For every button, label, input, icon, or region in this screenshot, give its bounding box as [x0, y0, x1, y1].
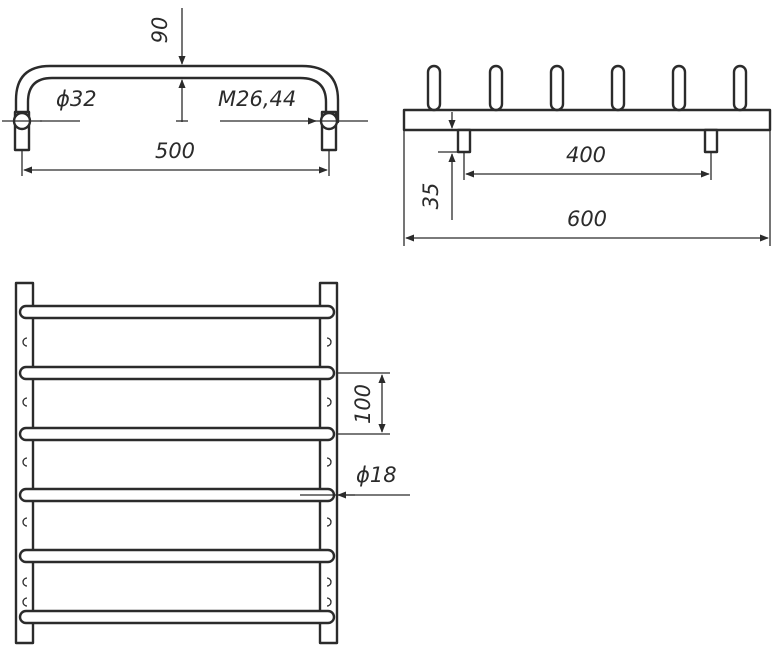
top-view: 90 ϕ32 M26,44 500	[2, 8, 368, 176]
u-pipe-inner	[26, 76, 328, 124]
right-rail	[318, 281, 339, 645]
left-rail-holes	[22, 337, 28, 607]
dim-rung-diameter-label: ϕ18	[356, 463, 397, 487]
side-bar	[402, 108, 772, 132]
front-view: 100 ϕ18	[14, 281, 410, 645]
mount-stud-left	[456, 128, 472, 154]
left-rail	[14, 281, 35, 645]
side-view: 400 35 600	[402, 64, 772, 246]
dim-pipe-diameter-label: ϕ32	[56, 87, 97, 111]
dim-thread-label: M26,44	[218, 87, 296, 111]
right-rail-holes	[326, 337, 332, 607]
dim-100-label: 100	[351, 384, 375, 424]
dim-90-label: 90	[148, 17, 172, 44]
u-pipe-outer	[14, 64, 340, 124]
dim-35-label: 35	[419, 183, 443, 210]
rungs	[18, 304, 336, 625]
dim-600-label: 600	[567, 207, 607, 231]
dim-400-label: 400	[566, 143, 606, 167]
mount-stud-right	[703, 128, 719, 154]
dim-500-label: 500	[155, 139, 195, 163]
side-pegs	[426, 64, 748, 112]
